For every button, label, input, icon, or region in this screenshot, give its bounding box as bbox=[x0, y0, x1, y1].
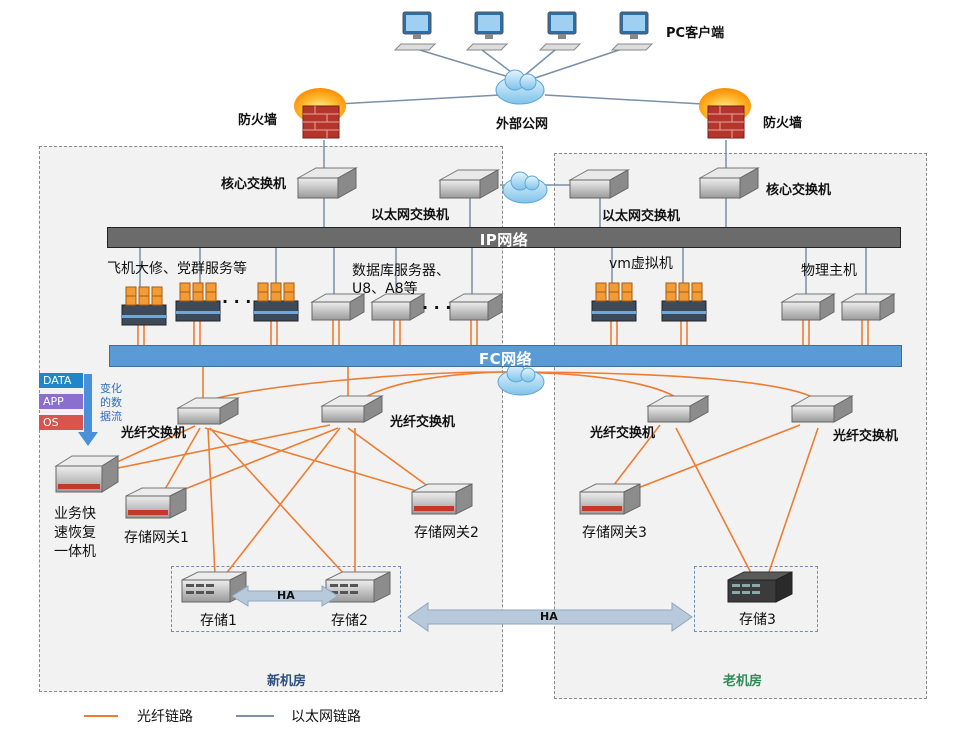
ellipsis-left: · · · bbox=[222, 292, 252, 311]
storage-gateway-2-icon bbox=[411, 483, 473, 515]
storage-2-icon bbox=[325, 571, 391, 603]
internet-cloud-icon bbox=[495, 69, 545, 105]
storage-gateway-1-icon bbox=[125, 487, 187, 519]
group-left-label: 飞机大修、党群服务等 bbox=[107, 261, 247, 277]
vm-cluster-4-icon bbox=[591, 282, 637, 322]
fc-network-label: FC网络 bbox=[478, 350, 533, 368]
storage-gateway-3-icon bbox=[579, 483, 641, 515]
storage-gateway-1-label: 存储网关1 bbox=[124, 530, 189, 546]
storage-3-icon bbox=[727, 571, 793, 603]
storage-3-label: 存储3 bbox=[739, 612, 776, 628]
ethernet-switch-left-icon bbox=[438, 169, 500, 199]
firewall-left-label: 防火墙 bbox=[238, 113, 278, 128]
recovery-label-line2: 速恢复 bbox=[54, 525, 96, 541]
fiber-switch-4-icon bbox=[790, 395, 854, 423]
firewall-left-icon bbox=[294, 88, 346, 139]
legend-fiber-label: 光纤链路 bbox=[137, 709, 193, 725]
flow-label-line3: 据流 bbox=[100, 410, 122, 423]
ellipsis-right: · · · bbox=[422, 298, 452, 317]
fiber-switch-2-icon bbox=[320, 395, 384, 423]
fiber-switch-3-label: 光纤交换机 bbox=[590, 426, 656, 441]
ip-network-bar: IP网络 bbox=[107, 227, 901, 249]
group-db-label-line1: 数据库服务器、 bbox=[352, 263, 450, 279]
ip-network-label: IP网络 bbox=[479, 231, 529, 249]
new-room-label: 新机房 bbox=[267, 674, 307, 689]
core-switch-left-label: 核心交换机 bbox=[221, 177, 287, 192]
ethernet-switch-right-icon bbox=[568, 169, 630, 199]
group-vm-label: vm虚拟机 bbox=[609, 256, 673, 272]
vm-cluster-3-icon bbox=[253, 282, 299, 322]
vm-cluster-5-icon bbox=[661, 282, 707, 322]
storage-ha-group-old bbox=[694, 566, 818, 632]
app-tag: APP bbox=[39, 394, 83, 409]
fc-cloud-icon bbox=[497, 363, 545, 396]
group-physical-label: 物理主机 bbox=[801, 263, 857, 279]
interconnect-cloud-icon bbox=[502, 171, 548, 204]
old-room-label: 老机房 bbox=[723, 674, 763, 689]
storage-gateway-2-label: 存储网关2 bbox=[414, 525, 479, 541]
recovery-label-line3: 一体机 bbox=[54, 544, 96, 560]
ha-outer-label: HA bbox=[540, 610, 558, 623]
storage-2-label: 存储2 bbox=[331, 613, 368, 629]
firewall-right-icon bbox=[699, 88, 751, 139]
vm-cluster-2-icon bbox=[175, 282, 221, 322]
ethernet-links bbox=[139, 46, 867, 295]
flow-label-line2: 的数 bbox=[100, 396, 122, 409]
storage-1-label: 存储1 bbox=[200, 613, 237, 629]
data-tag: DATA bbox=[39, 373, 83, 388]
pc-clients bbox=[393, 11, 654, 51]
ha-inner-label: HA bbox=[277, 589, 295, 602]
ha-arrow-inner bbox=[231, 585, 339, 607]
storage-ha-group-new bbox=[171, 566, 401, 632]
ha-arrow-outer bbox=[407, 602, 693, 632]
vm-cluster-1-icon bbox=[121, 286, 167, 326]
data-flow-arrow-icon bbox=[78, 374, 98, 446]
flow-label-line1: 变化 bbox=[100, 382, 122, 395]
fiber-switch-3-icon bbox=[646, 395, 710, 423]
fc-network-bar: FC网络 bbox=[109, 345, 902, 368]
eth-switch-right-label: 以太网交换机 bbox=[602, 209, 681, 224]
db-server-2-icon bbox=[370, 293, 426, 321]
core-switch-right-icon bbox=[698, 167, 760, 199]
core-switch-left-icon bbox=[296, 167, 358, 199]
eth-switch-left-label: 以太网交换机 bbox=[371, 208, 450, 223]
fiber-switch-2-label: 光纤交换机 bbox=[390, 415, 456, 430]
db-server-1-icon bbox=[310, 293, 366, 321]
pc-clients-label: PC客户端 bbox=[666, 26, 725, 41]
firewall-right-label: 防火墙 bbox=[763, 116, 803, 131]
storage-gateway-3-label: 存储网关3 bbox=[582, 525, 647, 541]
recovery-label-line1: 业务快 bbox=[54, 506, 96, 522]
db-server-3-icon bbox=[448, 293, 504, 321]
legend-ethernet-label: 以太网链路 bbox=[291, 709, 361, 725]
public-net-label: 外部公网 bbox=[496, 117, 549, 132]
fiber-switch-1-icon bbox=[176, 397, 240, 425]
group-db-label-line2: U8、A8等 bbox=[352, 281, 418, 297]
storage-1-icon bbox=[181, 571, 247, 603]
os-tag: OS bbox=[39, 415, 83, 430]
fiber-switch-1-label: 光纤交换机 bbox=[121, 426, 187, 441]
physical-host-2-icon bbox=[840, 293, 896, 321]
physical-host-1-icon bbox=[780, 293, 836, 321]
fiber-switch-4-label: 光纤交换机 bbox=[833, 429, 899, 444]
core-switch-right-label: 核心交换机 bbox=[766, 183, 832, 198]
recovery-appliance-icon bbox=[54, 455, 120, 493]
